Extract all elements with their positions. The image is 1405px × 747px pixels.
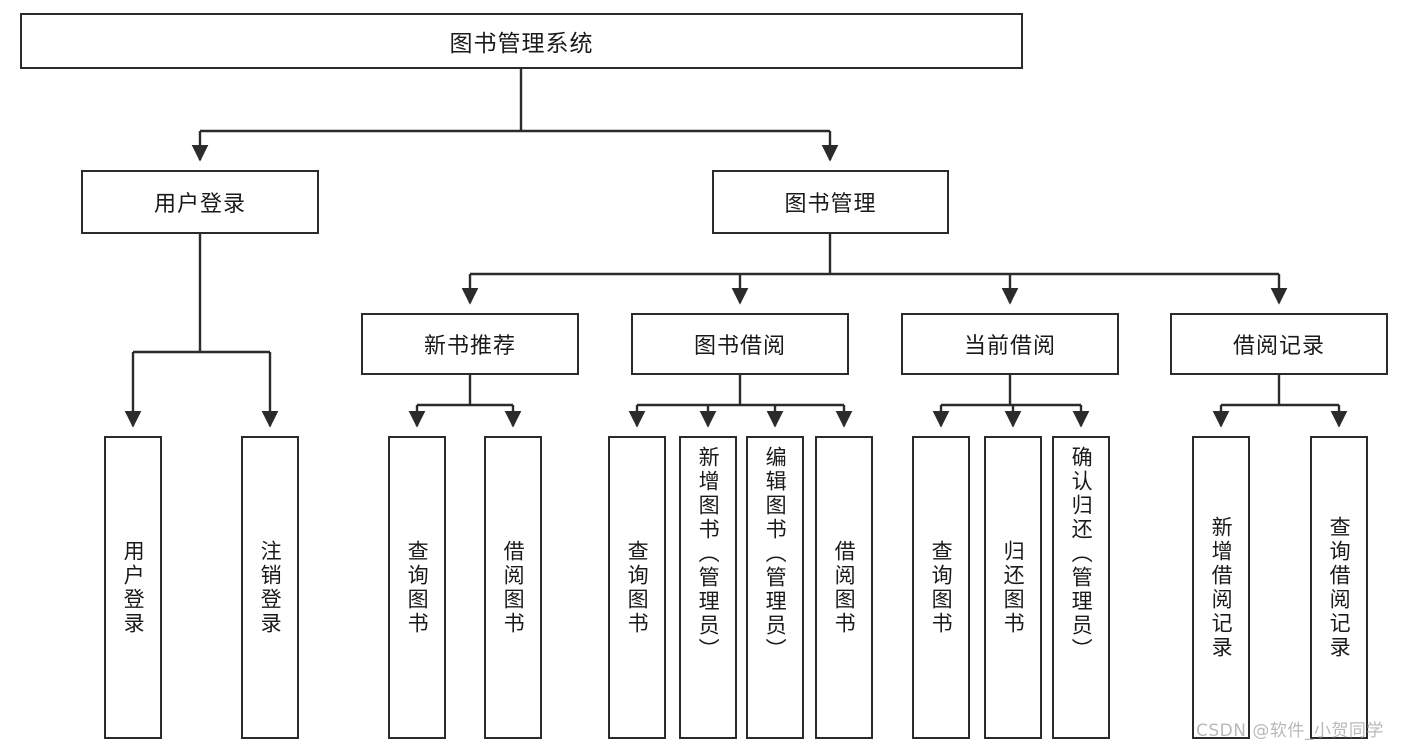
node-leaf-add-book-admin[interactable]: 新增图书（管理员） <box>679 436 737 739</box>
node-leaf-return-book[interactable]: 归还图书 <box>984 436 1042 739</box>
node-leaf-query-book-borrow[interactable]: 查询图书 <box>608 436 666 739</box>
node-leaf-edit-book-admin[interactable]: 编辑图书（管理员） <box>746 436 804 739</box>
node-label: 注销登录 <box>258 539 283 636</box>
node-user-login[interactable]: 用户登录 <box>81 170 319 234</box>
node-root-system[interactable]: 图书管理系统 <box>20 13 1023 69</box>
node-new-book-recommend[interactable]: 新书推荐 <box>361 313 579 375</box>
node-label: 查询图书 <box>625 539 650 636</box>
node-label: 用户登录 <box>121 539 146 636</box>
node-leaf-query-book-current[interactable]: 查询图书 <box>912 436 970 739</box>
node-leaf-query-book-rec[interactable]: 查询图书 <box>388 436 446 739</box>
node-label: 编辑图书（管理员） <box>763 446 788 662</box>
node-leaf-borrow-book[interactable]: 借阅图书 <box>815 436 873 739</box>
node-label: 查询图书 <box>929 539 954 636</box>
node-leaf-borrow-book-rec[interactable]: 借阅图书 <box>484 436 542 739</box>
node-label: 查询图书 <box>405 539 430 636</box>
node-leaf-query-borrow-record[interactable]: 查询借阅记录 <box>1310 436 1368 739</box>
node-label: 借阅图书 <box>832 539 857 636</box>
node-label: 新增图书（管理员） <box>696 446 721 662</box>
node-leaf-confirm-return-admin[interactable]: 确认归还（管理员） <box>1052 436 1110 739</box>
node-leaf-add-borrow-record[interactable]: 新增借阅记录 <box>1192 436 1250 739</box>
node-leaf-user-logout[interactable]: 注销登录 <box>241 436 299 739</box>
node-label: 借阅图书 <box>501 539 526 636</box>
csdn-watermark: CSDN @软件_小贺同学 <box>1196 721 1384 741</box>
node-leaf-user-login[interactable]: 用户登录 <box>104 436 162 739</box>
node-label: 归还图书 <box>1001 539 1026 636</box>
node-book-borrow[interactable]: 图书借阅 <box>631 313 849 375</box>
node-book-manage[interactable]: 图书管理 <box>712 170 949 234</box>
node-label: 确认归还（管理员） <box>1069 446 1094 662</box>
node-label: 查询借阅记录 <box>1327 515 1352 660</box>
node-label: 新增借阅记录 <box>1209 515 1234 660</box>
node-borrow-record[interactable]: 借阅记录 <box>1170 313 1388 375</box>
node-current-borrow[interactable]: 当前借阅 <box>901 313 1119 375</box>
